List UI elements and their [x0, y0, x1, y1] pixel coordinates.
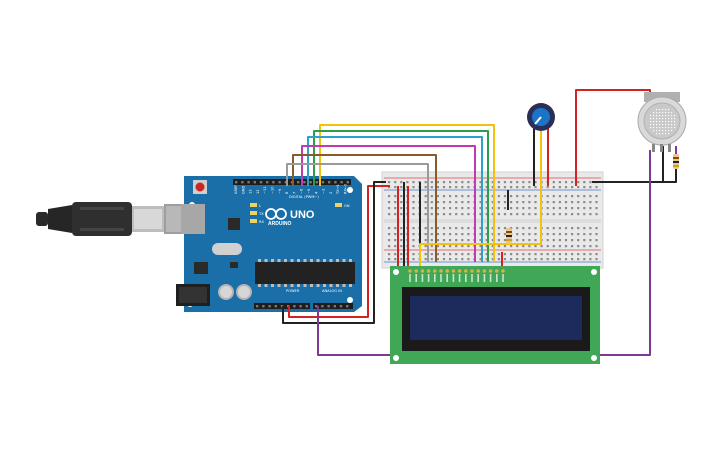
lcd-pin[interactable]	[482, 269, 487, 273]
label-tx: TX	[258, 212, 264, 216]
lcd-pin[interactable]	[470, 269, 474, 273]
usb-chip	[228, 218, 240, 230]
usb-cable	[36, 202, 194, 236]
wire-brown[interactable]	[292, 154, 437, 262]
digital-pin-label: TX→1	[336, 184, 340, 195]
digital-pin-label: ~3	[322, 189, 326, 194]
lcd-screen	[410, 296, 582, 340]
wire-sensor-out[interactable]	[600, 150, 651, 356]
lcd-pin[interactable]	[426, 269, 431, 273]
lcd-pin[interactable]	[451, 269, 456, 273]
lcd-pin[interactable]	[420, 269, 425, 273]
digital-pin-label: ~11	[263, 186, 267, 194]
wires	[282, 89, 677, 356]
led-on	[335, 203, 342, 207]
wire-blue[interactable]	[307, 136, 483, 262]
reset-button[interactable]	[193, 180, 207, 194]
digital-pin-label: 12	[256, 189, 260, 194]
lcd-pin[interactable]	[445, 269, 450, 273]
arduino-brand: ARDUINO	[268, 221, 291, 227]
arduino-uno-board: L TX RX ON ARDUINO UNO DIGITAL (PWM~) PO…	[176, 176, 362, 312]
atmega-chip	[255, 259, 355, 287]
crystal-oscillator	[212, 243, 242, 255]
gas-sensor[interactable]	[637, 92, 687, 152]
resistor-breadboard[interactable]	[506, 228, 512, 244]
breadboard	[381, 171, 604, 269]
regulator-chip	[194, 262, 208, 274]
digital-pin-label: AREF	[234, 185, 238, 194]
digital-pin-label: ~9	[278, 188, 282, 194]
wire-green[interactable]	[313, 130, 489, 262]
lcd-pin[interactable]	[408, 269, 412, 273]
label-l: L	[259, 204, 261, 208]
lcd-pin[interactable]	[501, 269, 505, 273]
wire-analog-a0[interactable]	[317, 306, 390, 356]
lcd-pin[interactable]	[439, 269, 443, 273]
wire-yellow-pot[interactable]	[419, 125, 542, 266]
lcd-16x2	[390, 266, 600, 364]
lcd-pin[interactable]	[414, 269, 419, 273]
digital-pin-label: ~10	[271, 186, 275, 194]
header-digital-label: DIGITAL (PWM~)	[289, 195, 319, 199]
wire-red-5v[interactable]	[288, 185, 390, 318]
resistor-sensor[interactable]	[673, 154, 679, 169]
wire-black-gnd[interactable]	[282, 181, 386, 324]
lcd-pin[interactable]	[476, 269, 481, 273]
digital-pin-label: 2	[329, 192, 333, 194]
lcd-pin[interactable]	[488, 269, 493, 273]
lcd-pin[interactable]	[433, 269, 437, 273]
wire-magenta[interactable]	[301, 145, 476, 262]
digital-pin-label: ~5	[307, 189, 311, 194]
arduino-logo	[265, 208, 287, 220]
potentiometer[interactable]	[527, 103, 555, 131]
led-rx	[250, 219, 257, 223]
lcd-pin[interactable]	[495, 269, 499, 273]
digital-pin-label: 8	[285, 191, 289, 194]
arduino-model: UNO	[290, 209, 315, 221]
led-tx	[250, 211, 257, 215]
label-on: ON	[344, 204, 350, 208]
led-l	[250, 203, 257, 207]
digital-pin-label: GND	[241, 186, 245, 194]
usb-b-jack	[181, 204, 205, 234]
power-jack	[176, 284, 210, 306]
analog-header[interactable]	[313, 303, 353, 309]
wire-gray[interactable]	[286, 163, 429, 262]
digital-pin-label: RX←0	[344, 183, 348, 194]
lcd-pin[interactable]	[464, 269, 468, 273]
label-rx: RX	[259, 220, 264, 224]
digital-pin-label: 13	[249, 189, 253, 194]
digital-pin-label: ~6	[300, 188, 304, 194]
header-analog-label: ANALOG IN	[322, 289, 342, 293]
header-power-label: POWER	[286, 289, 300, 293]
digital-pin-label: 7	[292, 192, 296, 194]
digital-pin-label: 4	[314, 191, 318, 194]
lcd-pin[interactable]	[457, 269, 462, 273]
